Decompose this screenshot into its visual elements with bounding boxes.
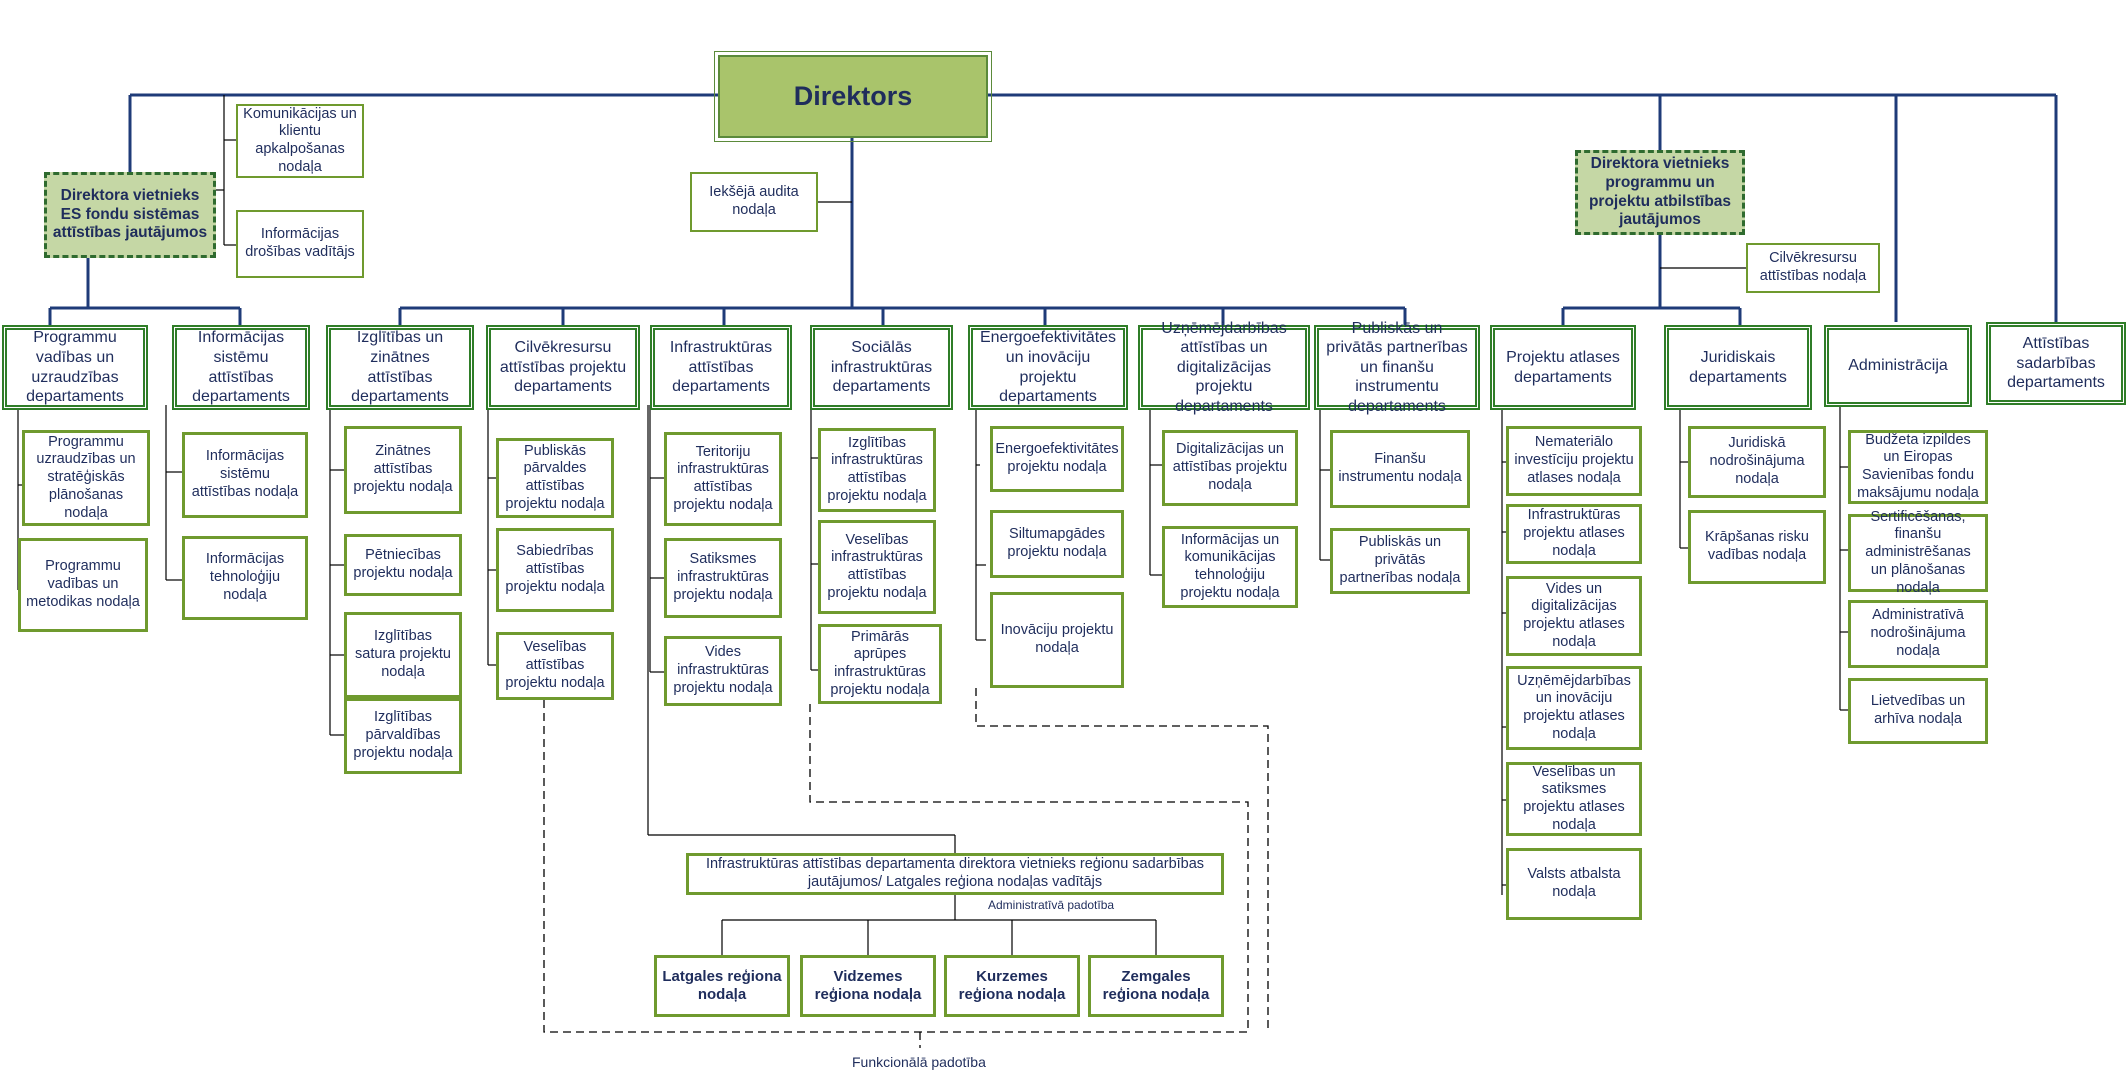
department-box: Energoefektivitātes un inovāciju projekt… — [968, 325, 1128, 410]
unit-box: Informācijas sistēmu attīstības nodaļa — [182, 432, 308, 518]
unit-box: Zinātnes attīstības projektu nodaļa — [344, 426, 462, 514]
unit-box: Administratīvā nodrošinājuma nodaļa — [1848, 600, 1988, 668]
department-box: Izglītības un zinātnes attīstības depart… — [326, 325, 474, 410]
department-box: Attīstības sadarbības departaments — [1986, 322, 2126, 405]
department-box: Publiskās un privātās partnerības un fin… — [1314, 320, 1480, 415]
unit-box: Sertificēšanas, finanšu administrēšanas … — [1848, 509, 1988, 596]
unit-box: Veselības infrastruktūras attīstības pro… — [818, 520, 936, 614]
department-box: Cilvēkresursu attīstības projektu depart… — [486, 325, 640, 410]
unit-box: Valsts atbalsta nodaļa — [1506, 848, 1642, 920]
department-box: Juridiskais departaments — [1664, 325, 1812, 410]
unit-box: Programmu uzraudzības un stratēģiskās pl… — [22, 430, 150, 526]
hr-development-unit: Cilvēkresursu attīstības nodaļa — [1746, 243, 1880, 293]
unit-box: Veselības un satiksmes projektu atlases … — [1506, 762, 1642, 836]
unit-box: Lietvedības un arhīva nodaļa — [1848, 678, 1988, 744]
department-box: Sociālās infrastruktūras departaments — [810, 325, 953, 410]
department-box: Uzņēmējdarbības attīstības un digitalizā… — [1138, 320, 1310, 415]
infosec-officer: Informācijas drošības vadītājs — [236, 210, 364, 278]
unit-box: Publiskās pārvaldes attīstības projektu … — [496, 438, 614, 518]
unit-box: Izglītības infrastruktūras attīstības pr… — [818, 428, 936, 512]
unit-box: Informācijas un komunikācijas tehnoloģij… — [1162, 526, 1298, 608]
unit-box: Pētniecības projektu nodaļa — [344, 534, 462, 596]
unit-box: Uzņēmējdarbības un inovāciju projektu at… — [1506, 666, 1642, 750]
unit-box: Budžeta izpildes un Eiropas Savienības f… — [1848, 430, 1988, 504]
unit-box: Sabiedrības attīstības projektu nodaļa — [496, 528, 614, 612]
administrative-note: Administratīvā padotība — [988, 898, 1115, 912]
unit-box: Inovāciju projektu nodaļa — [990, 592, 1124, 688]
unit-box: Satiksmes infrastruktūras projektu nodaļ… — [664, 538, 782, 618]
unit-box: Finanšu instrumentu nodaļa — [1330, 430, 1470, 508]
unit-box: Informācijas tehnoloģiju nodaļa — [182, 536, 308, 620]
department-box: Projektu atlases departaments — [1490, 325, 1636, 410]
unit-box: Vides infrastruktūras projektu nodaļa — [664, 636, 782, 706]
unit-box: Krāpšanas risku vadības nodaļa — [1688, 510, 1826, 584]
functional-note: Funkcionālā padotība — [852, 1054, 986, 1070]
department-box: Infrastruktūras attīstības departaments — [650, 325, 792, 410]
unit-box: Izglītības pārvaldības projektu nodaļa — [344, 698, 462, 774]
unit-box: Publiskās un privātās partnerības nodaļa — [1330, 528, 1470, 594]
region-box: Kurzemes reģiona nodaļa — [944, 955, 1080, 1017]
unit-box: Izglītības satura projektu nodaļa — [344, 612, 462, 698]
region-box: Vidzemes reģiona nodaļa — [800, 955, 936, 1017]
department-box: Informācijas sistēmu attīstības departam… — [172, 325, 310, 410]
director-box: Direktors — [714, 51, 992, 142]
unit-box: Digitalizācijas un attīstības projektu n… — [1162, 430, 1298, 506]
unit-box: Primārās aprūpes infrastruktūras projekt… — [818, 624, 942, 704]
unit-box: Juridiskā nodrošinājuma nodaļa — [1688, 426, 1826, 498]
region-box: Zemgales reģiona nodaļa — [1088, 955, 1224, 1017]
unit-box: Programmu vadības un metodikas nodaļa — [18, 538, 148, 632]
unit-box: Teritoriju infrastruktūras attīstības pr… — [664, 432, 782, 526]
unit-box: Energoefektivitātes projektu nodaļa — [990, 426, 1124, 492]
unit-box: Nemateriālo investīciju projektu atlases… — [1506, 426, 1642, 496]
communications-unit: Komunikācijas un klientu apkalpošanas no… — [236, 104, 364, 178]
unit-box: Infrastruktūras projektu atlases nodaļa — [1506, 504, 1642, 564]
unit-box: Veselības attīstības projektu nodaļa — [496, 632, 614, 700]
deputy-programs-box: Direktora vietnieks programmu un projekt… — [1575, 150, 1745, 235]
infra-deputy-box: Infrastruktūras attīstības departamenta … — [686, 853, 1224, 895]
department-box: Administrācija — [1824, 325, 1972, 407]
internal-audit-unit: Iekšējā audita nodaļa — [690, 172, 818, 232]
department-box: Programmu vadības un uzraudzības departa… — [2, 325, 148, 410]
deputy-es-box: Direktora vietnieks ES fondu sistēmas at… — [44, 172, 216, 258]
unit-box: Siltumapgādes projektu nodaļa — [990, 510, 1124, 578]
region-box: Latgales reģiona nodaļa — [654, 955, 790, 1017]
unit-box: Vides un digitalizācijas projektu atlase… — [1506, 576, 1642, 656]
